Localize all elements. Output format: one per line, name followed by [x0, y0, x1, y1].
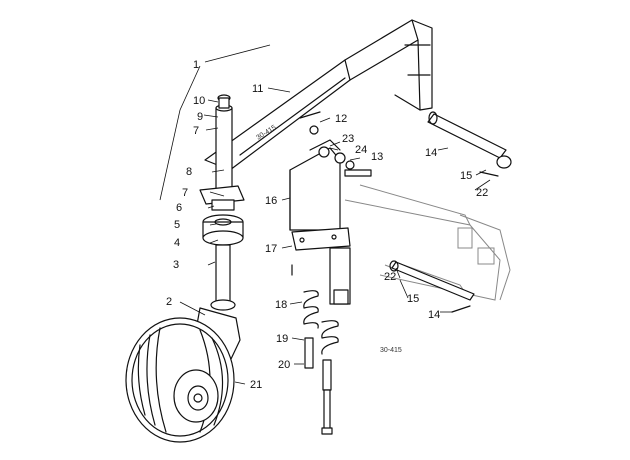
- callout-9: 9: [197, 111, 203, 123]
- callout-18: 18: [275, 299, 287, 311]
- callout-13: 13: [371, 151, 383, 163]
- callout-8: 8: [186, 166, 192, 178]
- callout-17: 17: [265, 243, 277, 255]
- callout-19: 19: [276, 333, 288, 345]
- callout-2: 2: [166, 296, 172, 308]
- callout-7-lower: 7: [182, 187, 188, 199]
- callout-14-upper: 14: [425, 147, 437, 159]
- rear-pivot-shaft: [427, 111, 512, 177]
- callout-14-lower: 14: [428, 309, 440, 321]
- callout-21: 21: [250, 379, 262, 391]
- callout-6: 6: [176, 202, 182, 214]
- callout-11: 11: [252, 83, 263, 95]
- callout-4: 4: [174, 237, 180, 249]
- mount-bracket: [289, 139, 351, 305]
- spring-assembly: [303, 290, 339, 435]
- callout-10: 10: [193, 95, 205, 107]
- callout-5: 5: [174, 219, 180, 231]
- callout-1: 1: [193, 59, 199, 71]
- lower-pivot-shaft: [389, 260, 475, 313]
- callout-22-lower: 22: [384, 271, 396, 283]
- callout-12: 12: [335, 113, 347, 125]
- callout-20: 20: [278, 359, 290, 371]
- callout-3: 3: [173, 259, 179, 271]
- caster-wheel: [125, 307, 241, 443]
- callout-labels: 1 2 3 4 5 6 7 7 8 9 10 11 12 13 14 14 15…: [166, 59, 488, 391]
- caster-spindle: [199, 94, 245, 311]
- figure-code: 30-415: [380, 347, 402, 354]
- callout-15-upper: 15: [460, 170, 472, 182]
- callout-7-upper: 7: [193, 125, 199, 137]
- leader-lines: [159, 44, 491, 385]
- callout-22-upper: 22: [476, 187, 488, 199]
- callout-24: 24: [355, 144, 367, 156]
- callout-16: 16: [265, 195, 277, 207]
- callout-23: 23: [342, 133, 354, 145]
- callout-15-lower: 15: [407, 293, 419, 305]
- pivot-hardware: [299, 111, 372, 177]
- frame-arm: 30-415: [204, 19, 433, 171]
